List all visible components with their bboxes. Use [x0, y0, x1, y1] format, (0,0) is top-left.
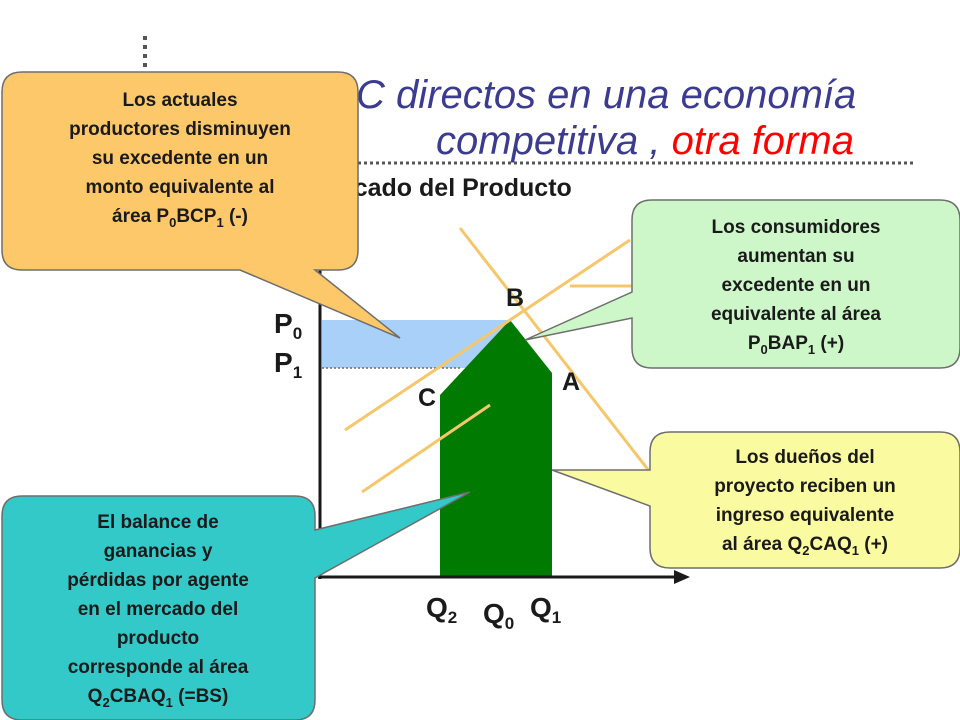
callout-producers-line3: su excedente en un	[92, 148, 268, 169]
project-area-q2cbaq1	[440, 320, 552, 577]
callout-balance-line6: corresponde al área	[68, 657, 249, 678]
slide-title-line2-red: otra forma	[672, 119, 854, 163]
point-label-a: A	[562, 368, 580, 396]
callout-balance-line3: pérdidas por agente	[67, 570, 249, 591]
callout-consumers-line5: P0BAP1 (+)	[748, 333, 844, 357]
callout-balance-line7: Q2CBAQ1 (=BS)	[88, 686, 229, 710]
supply-curve-shifted	[361, 403, 491, 494]
callout-consumers-shape	[524, 199, 960, 369]
callout-balance-line4: en el mercado del	[78, 599, 239, 620]
callout-consumers-line4: equivalente al área	[711, 304, 881, 325]
callout-balance-line2: ganancias y	[104, 541, 213, 562]
callout-owners-line4: al área Q2CAQ1 (+)	[722, 534, 888, 558]
callout-consumers: Los consumidores aumentan su excedente e…	[524, 199, 960, 369]
callout-balance: El balance de ganancias y pérdidas por a…	[1, 491, 471, 720]
supply-curve-original	[458, 227, 662, 486]
x-axis-arrow-icon	[674, 570, 690, 584]
callout-producers-line5: área P0BCP1 (-)	[112, 206, 248, 230]
point-label-c: C	[418, 384, 436, 412]
y-label-p1: P1	[274, 347, 302, 382]
callout-owners-line2: proyecto reciben un	[714, 476, 896, 497]
point-label-b: B	[506, 284, 524, 312]
callout-owners: Los dueños del proyecto reciben un ingre…	[551, 431, 960, 569]
slide-title-line2: competitiva , otra forma	[436, 119, 854, 163]
callout-producers: Los actuales productores disminuyen su e…	[1, 71, 401, 339]
x-label-q0: Q0	[483, 598, 514, 633]
y-label-p0: P0	[274, 308, 302, 343]
callout-consumers-line2: aumentan su	[737, 246, 854, 267]
callout-owners-line1: Los dueños del	[735, 447, 874, 468]
callout-producers-shape	[1, 71, 401, 339]
callout-producers-line1: Los actuales	[122, 90, 237, 111]
x-label-q2: Q2	[426, 592, 457, 627]
x-label-q1: Q1	[530, 592, 561, 627]
callout-producers-line2: productores disminuyen	[69, 119, 291, 140]
callout-owners-line3: ingreso equivalente	[716, 505, 894, 526]
callout-producers-line4: monto equivalente al	[86, 177, 275, 198]
callout-balance-line1: El balance de	[97, 512, 218, 533]
slide-title-line1: C directos en una economía	[356, 73, 856, 117]
callout-balance-line5: producto	[117, 628, 199, 649]
slide-subtitle: rcado del Producto	[344, 174, 572, 202]
callout-consumers-line3: excedente en un	[722, 275, 871, 296]
callout-consumers-line1: Los consumidores	[712, 217, 881, 238]
slide-title-line2-main: competitiva ,	[436, 119, 661, 163]
demand-curve	[344, 238, 631, 432]
callout-owners-shape	[551, 431, 960, 569]
